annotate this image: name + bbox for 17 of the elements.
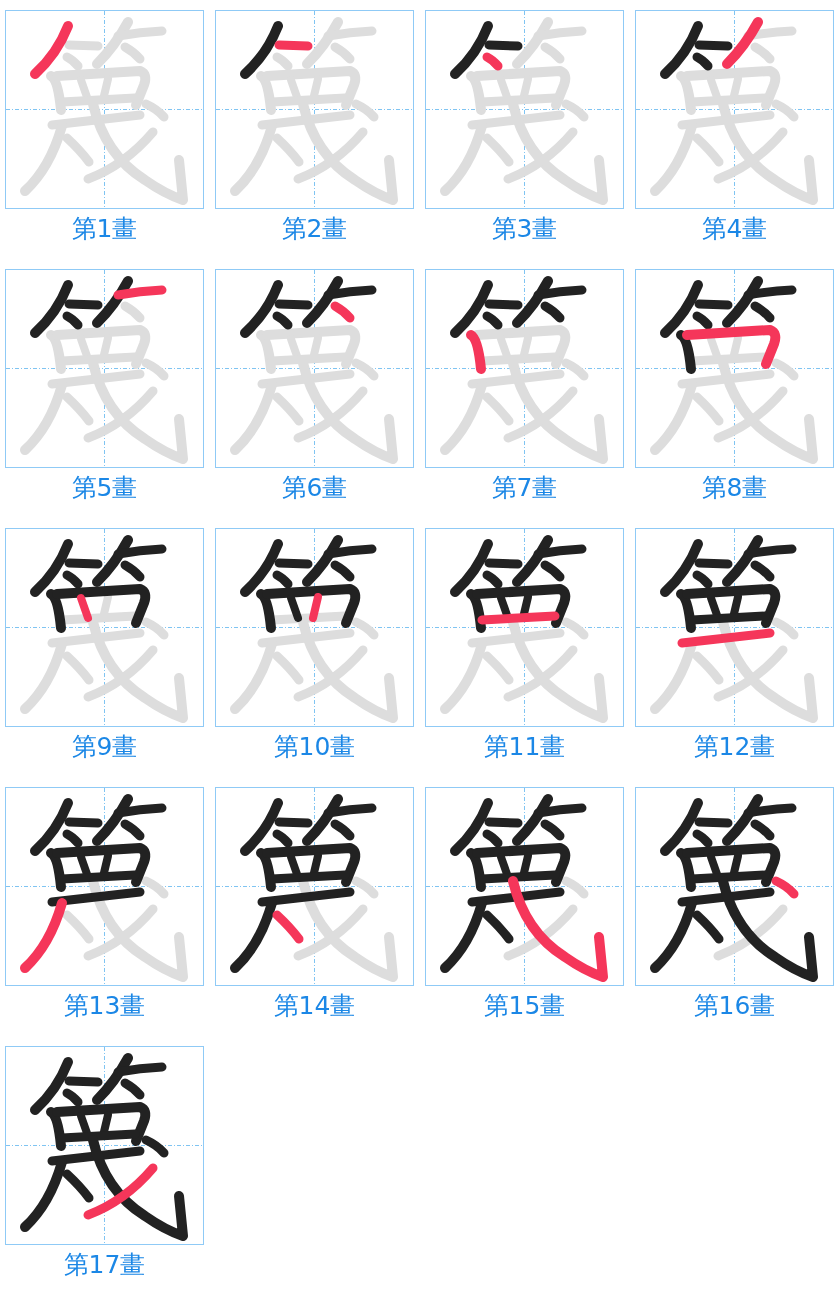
stroke-number-label: 第15畫 — [483, 991, 566, 1021]
stroke-number-label: 第6畫 — [281, 473, 348, 503]
stroke-number-label: 第16畫 — [693, 991, 776, 1021]
stroke-number-label: 第9畫 — [71, 732, 138, 762]
stroke-number-label: 第5畫 — [71, 473, 138, 503]
stroke-number-label: 第4畫 — [701, 214, 768, 244]
stroke-number-label: 第2畫 — [281, 214, 348, 244]
stroke-number-label: 第17畫 — [63, 1250, 146, 1280]
stroke-number-label: 第8畫 — [701, 473, 768, 503]
stroke-number-label: 第14畫 — [273, 991, 356, 1021]
stroke-number-label: 第12畫 — [693, 732, 776, 762]
stroke-number-label: 第3畫 — [491, 214, 558, 244]
stroke-number-label: 第7畫 — [491, 473, 558, 503]
stroke-number-label: 第13畫 — [63, 991, 146, 1021]
stroke-number-label: 第11畫 — [483, 732, 566, 762]
stroke-number-label: 第10畫 — [273, 732, 356, 762]
stroke-number-label: 第1畫 — [71, 214, 138, 244]
